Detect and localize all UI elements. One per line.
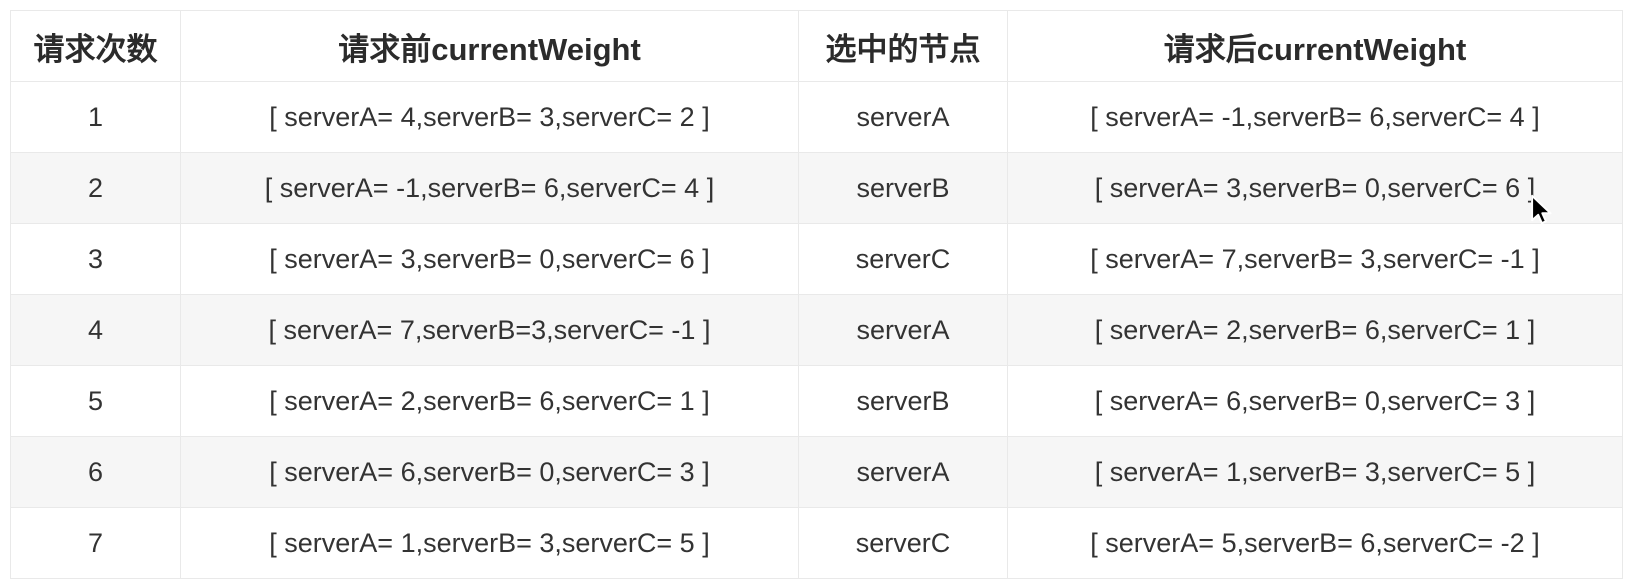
- table-cell-after_weight: [ serverA= 3,serverB= 0,serverC= 6 ]: [1007, 152, 1623, 224]
- table-cell-selected_node: serverA: [798, 81, 1008, 153]
- table-row: 3[ serverA= 3,serverB= 0,serverC= 6 ]ser…: [10, 223, 1623, 295]
- table-cell-after_weight: [ serverA= 2,serverB= 6,serverC= 1 ]: [1007, 294, 1623, 366]
- table-cell-after_weight: [ serverA= 6,serverB= 0,serverC= 3 ]: [1007, 365, 1623, 437]
- table-row: 4[ serverA= 7,serverB=3,serverC= -1 ]ser…: [10, 294, 1623, 366]
- table-cell-before_weight: [ serverA= 1,serverB= 3,serverC= 5 ]: [180, 507, 799, 579]
- table-row: 6[ serverA= 6,serverB= 0,serverC= 3 ]ser…: [10, 436, 1623, 508]
- table-cell-selected_node: serverB: [798, 365, 1008, 437]
- table-cell-before_weight: [ serverA= 7,serverB=3,serverC= -1 ]: [180, 294, 799, 366]
- table-cell-before_weight: [ serverA= 2,serverB= 6,serverC= 1 ]: [180, 365, 799, 437]
- table-cell-after_weight: [ serverA= -1,serverB= 6,serverC= 4 ]: [1007, 81, 1623, 153]
- table-cell-request_index: 6: [10, 436, 181, 508]
- table-body: 1[ serverA= 4,serverB= 3,serverC= 2 ]ser…: [10, 81, 1623, 579]
- table-cell-request_index: 3: [10, 223, 181, 295]
- table-cell-selected_node: serverB: [798, 152, 1008, 224]
- table-cell-selected_node: serverC: [798, 507, 1008, 579]
- table-cell-request_index: 5: [10, 365, 181, 437]
- column-header-request_index: 请求次数: [10, 10, 181, 82]
- table-cell-before_weight: [ serverA= 6,serverB= 0,serverC= 3 ]: [180, 436, 799, 508]
- table-cell-request_index: 7: [10, 507, 181, 579]
- table-cell-before_weight: [ serverA= 4,serverB= 3,serverC= 2 ]: [180, 81, 799, 153]
- table-row: 5[ serverA= 2,serverB= 6,serverC= 1 ]ser…: [10, 365, 1623, 437]
- table-row: 1[ serverA= 4,serverB= 3,serverC= 2 ]ser…: [10, 81, 1623, 153]
- table-cell-request_index: 1: [10, 81, 181, 153]
- table-cell-selected_node: serverA: [798, 294, 1008, 366]
- table-cell-selected_node: serverA: [798, 436, 1008, 508]
- column-header-before_weight: 请求前currentWeight: [180, 10, 799, 82]
- table-row: 7[ serverA= 1,serverB= 3,serverC= 5 ]ser…: [10, 507, 1623, 579]
- table-cell-after_weight: [ serverA= 1,serverB= 3,serverC= 5 ]: [1007, 436, 1623, 508]
- table-cell-selected_node: serverC: [798, 223, 1008, 295]
- table-cell-after_weight: [ serverA= 7,serverB= 3,serverC= -1 ]: [1007, 223, 1623, 295]
- column-header-after_weight: 请求后currentWeight: [1007, 10, 1623, 82]
- table-cell-before_weight: [ serverA= 3,serverB= 0,serverC= 6 ]: [180, 223, 799, 295]
- table-row: 2[ serverA= -1,serverB= 6,serverC= 4 ]se…: [10, 152, 1623, 224]
- table-cell-request_index: 2: [10, 152, 181, 224]
- column-header-selected_node: 选中的节点: [798, 10, 1008, 82]
- table-cell-after_weight: [ serverA= 5,serverB= 6,serverC= -2 ]: [1007, 507, 1623, 579]
- table-cell-before_weight: [ serverA= -1,serverB= 6,serverC= 4 ]: [180, 152, 799, 224]
- table-cell-request_index: 4: [10, 294, 181, 366]
